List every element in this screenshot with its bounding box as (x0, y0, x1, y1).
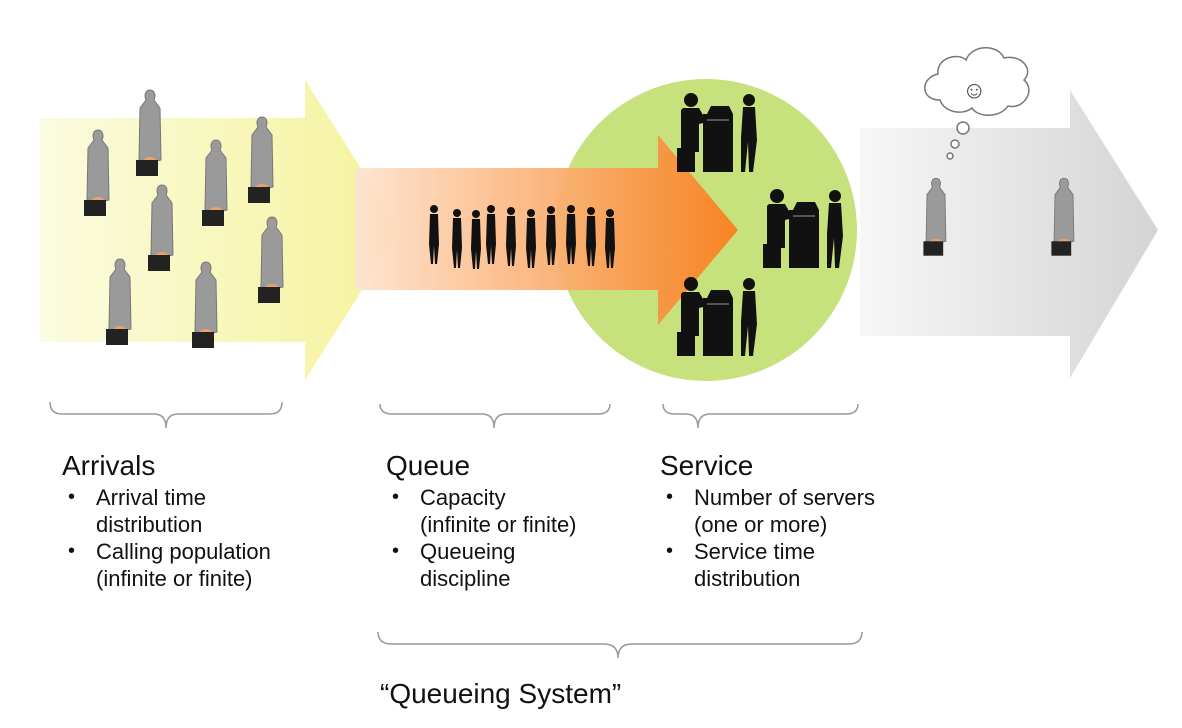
service-brace (662, 403, 859, 429)
service-title: Service (660, 450, 754, 481)
queue-brace (379, 403, 611, 429)
thought-cloud-icon (924, 47, 1030, 160)
arrivals-brace (49, 401, 283, 429)
list-item: Service time distribution (660, 538, 875, 592)
queue-list: Capacity (infinite or finite) Queueing d… (386, 484, 577, 592)
list-item: Arrival time distribution (62, 484, 271, 538)
list-item: Capacity (infinite or finite) (386, 484, 577, 538)
system-label-text: “Queueing System” (380, 678, 622, 709)
queue-title: Queue (386, 450, 471, 481)
list-item: Calling population (infinite or finite) (62, 538, 271, 592)
exit-arrow (860, 90, 1158, 378)
list-item: Queueing discipline (386, 538, 577, 592)
customer-icon (135, 89, 162, 177)
system-brace (377, 631, 863, 659)
service-section: Service Number of servers (one or more) … (660, 450, 875, 592)
arrivals-title: Arrivals (62, 450, 156, 481)
braces (49, 401, 863, 659)
arrivals-section: Arrivals Arrival time distribution Calli… (62, 450, 271, 592)
service-list: Number of servers (one or more) Service … (660, 484, 875, 592)
list-item: Number of servers (one or more) (660, 484, 875, 538)
queue-section: Queue Capacity (infinite or finite) Queu… (386, 450, 577, 592)
smiley-icon: ☺ (962, 77, 987, 104)
arrivals-list: Arrival time distribution Calling popula… (62, 484, 271, 592)
arrivals-arrow (40, 80, 400, 380)
